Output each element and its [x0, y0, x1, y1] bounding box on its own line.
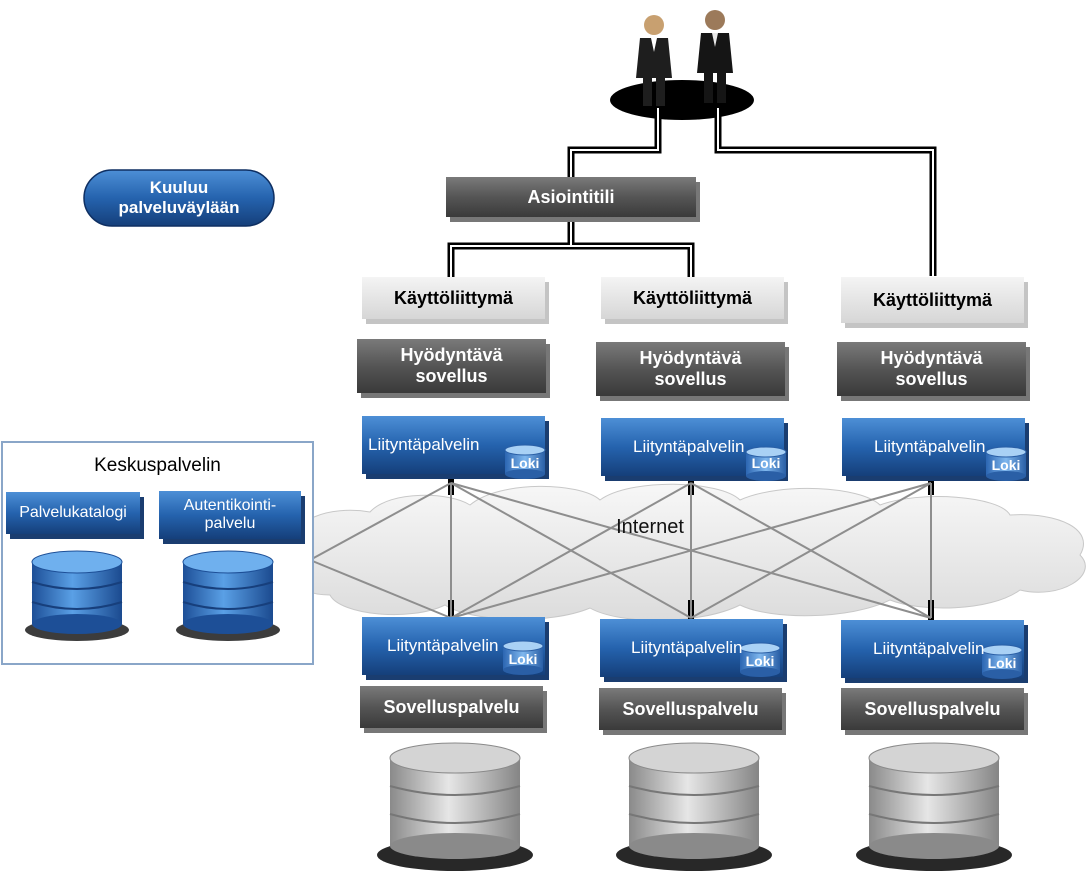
client-adapter-1[interactable]: Liityntäpalvelin [368, 435, 480, 455]
account-label[interactable]: Asiointitili [527, 186, 615, 207]
internet-label: Internet [616, 515, 684, 538]
client-app-1[interactable]: Hyödyntävä sovellus [400, 345, 503, 386]
users-icon [610, 10, 754, 120]
client-ui-3[interactable]: Käyttöliittymä [872, 289, 993, 310]
central-title: Keskuspalvelin [94, 455, 221, 477]
provider-service-3[interactable]: Sovelluspalvelu [864, 698, 1001, 719]
central-server-panel [1, 441, 314, 665]
client-log-3: Loki [991, 456, 1021, 473]
provider-adapter-2[interactable]: Liityntäpalvelin [631, 638, 743, 658]
legend-pill [83, 169, 275, 227]
provider-service-2[interactable]: Sovelluspalvelu [622, 698, 759, 719]
client-ui-1[interactable]: Käyttöliittymä [393, 287, 514, 308]
account-box [446, 177, 696, 217]
provider-log-1: Loki [508, 650, 538, 667]
client-ui-2[interactable]: Käyttöliittymä [632, 287, 753, 308]
client-app-2[interactable]: Hyödyntävä sovellus [639, 348, 742, 389]
client-adapter-3[interactable]: Liityntäpalvelin [874, 437, 986, 457]
provider-databases [377, 742, 1012, 871]
catalog-service[interactable]: Palvelukatalogi [19, 503, 127, 521]
client-log-1: Loki [510, 454, 540, 471]
auth-service[interactable]: Autentikointi- palvelu [183, 496, 277, 532]
log-cylinders [502, 444, 1027, 679]
provider-adapter-1[interactable]: Liityntäpalvelin [387, 636, 499, 656]
provider-log-3: Loki [987, 654, 1017, 671]
connector-lines [447, 108, 937, 278]
client-app-3[interactable]: Hyödyntävä sovellus [880, 348, 983, 389]
client-log-2: Loki [751, 454, 781, 471]
legend-label: Kuuluu palveluväylään [118, 178, 240, 217]
provider-log-2: Loki [745, 652, 775, 669]
provider-adapter-3[interactable]: Liityntäpalvelin [873, 639, 985, 659]
client-adapter-2[interactable]: Liityntäpalvelin [633, 437, 745, 457]
provider-service-1[interactable]: Sovelluspalvelu [383, 696, 520, 717]
mesh-links [309, 482, 932, 619]
